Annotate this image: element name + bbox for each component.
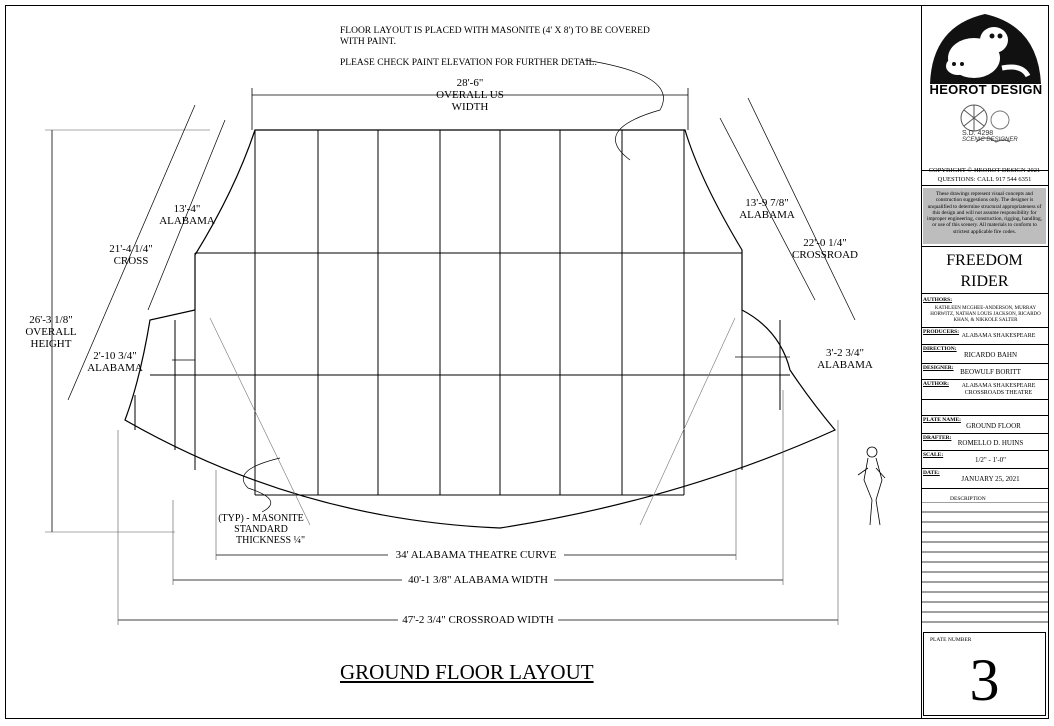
drawing-title: GROUND FLOOR LAYOUT (340, 660, 594, 684)
construction-line (209, 317, 311, 526)
dim-left-cross: 21'-4 1/4" CROSS (109, 243, 153, 267)
drawing-frame (5, 5, 1049, 719)
plate-number-label: PLATE NUMBER (930, 637, 972, 643)
dim-overall-height: 26'-3 1/8" OVERALL HEIGHT (25, 314, 77, 350)
dim-crossroad-width: 47'-2 3/4" CROSSROAD WIDTH (398, 614, 558, 626)
designer-row: DESIGNER: BEOWULF BORITT (921, 364, 1048, 380)
dim-left-upper: 13'-4" ALABAMA (159, 203, 215, 227)
dim-line (719, 117, 816, 301)
direction-row: DIRECTION: RICARDO BAHN (921, 345, 1048, 364)
dim-line (147, 119, 226, 311)
heorot-logo-icon (930, 14, 1041, 84)
dim-right-lower: 3'-2 3/4" ALABAMA (817, 347, 873, 371)
dim-overall-us-width: 28'-6" OVERALL US WIDTH (436, 77, 504, 113)
scale-figure (857, 446, 886, 526)
note-elevation: PLEASE CHECK PAINT ELEVATION FOR FURTHER… (340, 58, 597, 68)
description-header: DESCRIPTION (950, 496, 986, 502)
title-block: HEOROT DESIGN (921, 6, 1049, 719)
author-row: AUTHOR: ALABAMA SHAKESPEARE CROSSROADS T… (921, 380, 1048, 400)
authors-row: AUTHORS: KATHLEEN MCGHEE-ANDERSON, MURRA… (921, 296, 1048, 328)
union-seal-icon (960, 104, 1011, 143)
leader-curve (584, 59, 664, 161)
dim-line (67, 104, 196, 401)
drawing-note: FLOOR LAYOUT IS PLACED WITH MASONITE (4'… (340, 26, 660, 69)
plate-number: 3 (969, 647, 1000, 713)
drafter-row: DRAFTER: ROMELLO D. HUINS (921, 434, 1048, 451)
scale-row: SCALE: 1/2" - 1'-0" (921, 451, 1048, 469)
blank-row (921, 400, 1048, 416)
union-number: S.D. 4298 SCENIC DESIGNER (962, 130, 1018, 143)
revision-lines (921, 502, 1048, 623)
plate-name-row: PLATE NAME: GROUND FLOOR (921, 416, 1048, 434)
leader-curve (243, 457, 281, 513)
floor-outline (124, 129, 836, 529)
dim-alabama-width: 40'-1 3/8" ALABAMA WIDTH (402, 574, 554, 586)
dim-theatre-curve: 34' ALABAMA THEATRE CURVE (388, 549, 564, 561)
dim-right-upper: 13'-9 7/8" ALABAMA (739, 197, 795, 221)
copyright: COPYRIGHT © HEOROT DESIGN 2021 QUESTIONS… (921, 164, 1048, 186)
dim-right-cross: 22'-0 1/4" CROSSROAD (791, 237, 859, 261)
dim-masonite-typ: (TYP) - MASONITE STANDARD THICKNESS ¼" (218, 513, 306, 546)
logo-area: HEOROT DESIGN (922, 6, 1049, 171)
producers-row: PRODUCERS: ALABAMA SHAKESPEARE (921, 328, 1048, 345)
dim-line (747, 97, 856, 321)
brand-name: HEOROT DESIGN (929, 82, 1043, 97)
plate-number-box: PLATE NUMBER 3 (923, 632, 1046, 716)
disclaimer: These drawings represent visual concepts… (923, 188, 1046, 244)
note-masonite: FLOOR LAYOUT IS PLACED WITH MASONITE (4'… (340, 26, 650, 47)
show-title: FREEDOM RIDER (921, 246, 1048, 294)
date-row: DATE: JANUARY 25, 2021 (921, 469, 1048, 489)
dim-left-lower: 2'-10 3/4" ALABAMA (87, 350, 143, 374)
construction-line (639, 317, 736, 526)
